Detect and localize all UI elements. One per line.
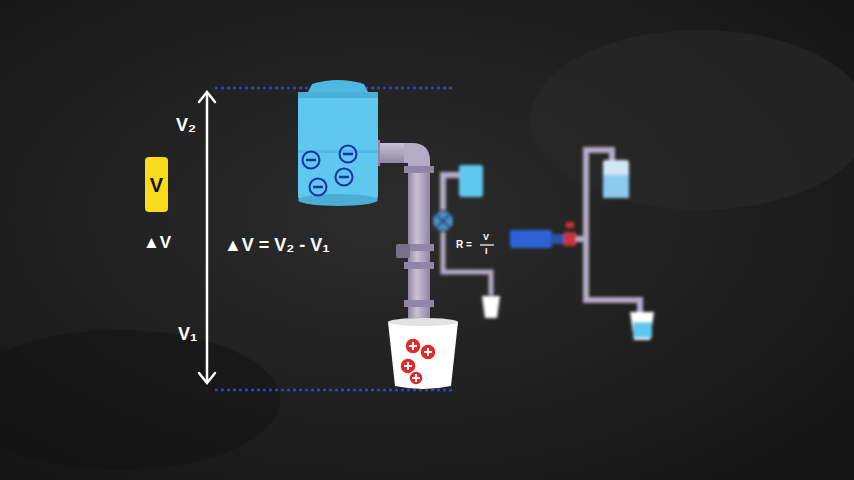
voltage-difference-label: ▲V <box>143 234 171 251</box>
level-line <box>215 389 452 392</box>
pipe <box>372 140 434 318</box>
fraction-numerator: V <box>483 233 489 242</box>
bucket <box>388 318 458 389</box>
negative-charge <box>303 146 357 196</box>
voltage-label: V₁ <box>178 325 197 343</box>
node-text: V <box>150 175 163 195</box>
fraction-denominator: I <box>485 247 488 256</box>
water-tank <box>298 80 378 206</box>
positive-sign <box>404 342 432 382</box>
voltage-symbol-box: V <box>145 157 168 212</box>
positive-charge <box>400 338 436 385</box>
voltage-equation: ▲V = V₂ - V₁ <box>224 236 330 254</box>
fraction-bar <box>480 244 494 245</box>
blurred-circuit-analogy <box>433 150 654 340</box>
voltage-arrow <box>199 92 215 383</box>
voltage-label: V₂ <box>176 116 196 134</box>
resistance-formula: R = <box>456 240 472 250</box>
